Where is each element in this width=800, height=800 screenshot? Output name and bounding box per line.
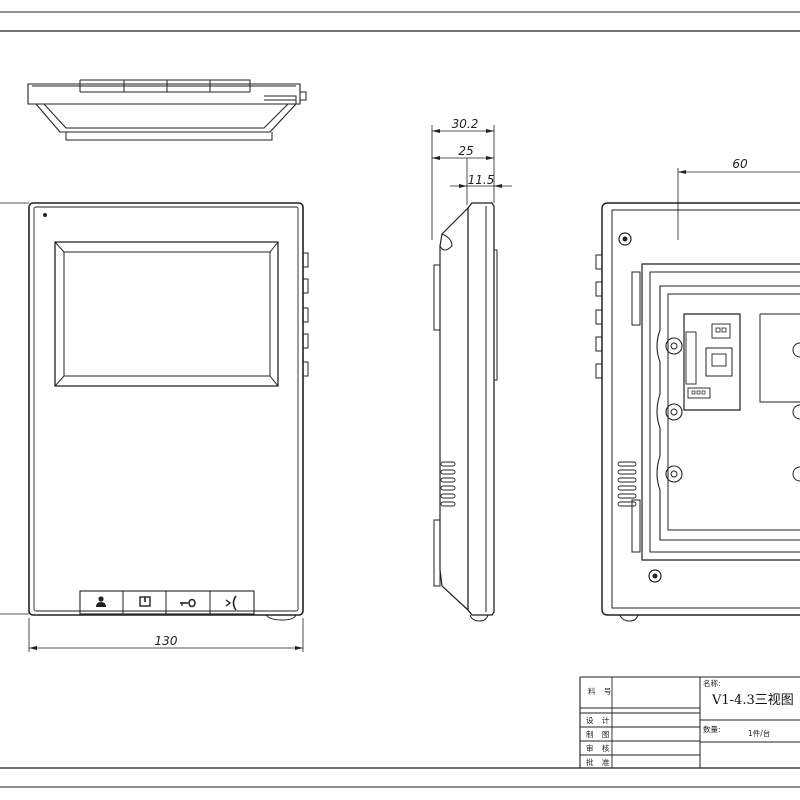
screen	[54, 241, 279, 387]
front-width-dimension: 130	[28, 618, 304, 652]
front-view: 130	[0, 202, 309, 652]
row-drafting: 制 图	[586, 729, 612, 739]
drawing-frame	[0, 11, 800, 788]
side-total-label: 30.2	[452, 117, 479, 131]
person-icon	[96, 596, 106, 607]
back-vents	[617, 461, 637, 507]
side-buttons	[302, 252, 309, 377]
quantity-label: 数量:	[703, 724, 721, 734]
top-view	[27, 79, 307, 141]
monitor-icon	[139, 596, 151, 607]
front-button-bar	[79, 590, 255, 615]
part-number-label: 料 号	[588, 686, 614, 696]
title-block: 料 号 名称: V1-4.3三视图 设 计 制 图 审 核 批 准 数量: 1件…	[579, 676, 800, 768]
row-design: 设 计	[586, 715, 612, 725]
drawing-title: V1-4.3三视图	[711, 693, 794, 708]
side-dimensions: 30.2 25 11.5	[431, 117, 512, 240]
side-vents	[440, 461, 456, 507]
quantity-value: 1件/台	[748, 728, 770, 738]
circuit-board	[683, 313, 741, 411]
front-width-label: 130	[155, 634, 178, 648]
back-offset-label: 60	[732, 157, 748, 171]
row-approval: 批 准	[586, 757, 612, 767]
side-inner-label: 11.5	[468, 173, 495, 187]
phone-icon	[225, 595, 237, 611]
name-label: 名称:	[703, 678, 721, 688]
side-mid-label: 25	[458, 144, 473, 158]
key-icon	[180, 598, 196, 608]
back-dimension: 60	[677, 157, 800, 240]
side-view: 30.2 25 11.5	[431, 117, 512, 622]
row-review: 审 核	[586, 743, 612, 753]
back-view: 60	[595, 157, 800, 622]
indicator-led	[43, 213, 47, 217]
